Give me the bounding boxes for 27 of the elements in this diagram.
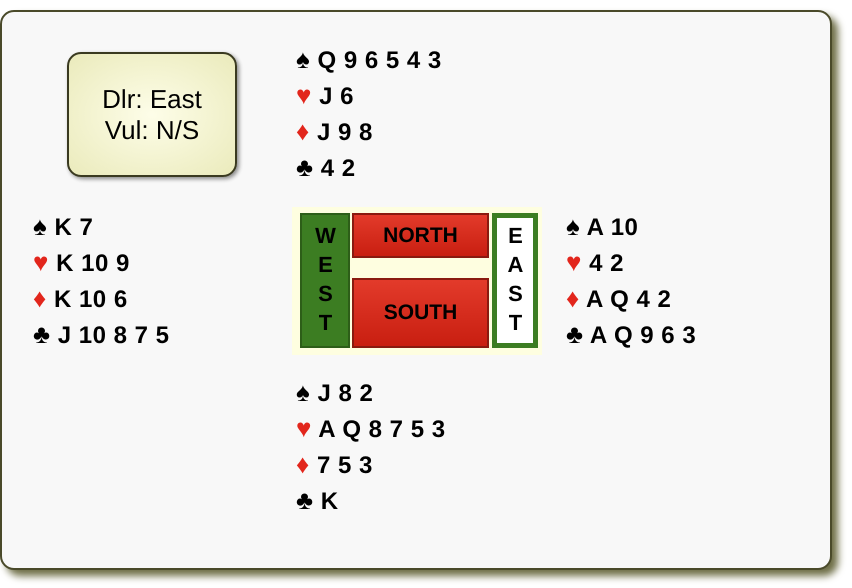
south-box [352, 278, 489, 348]
label-text: Dlr: East [102, 84, 202, 114]
label-text: NORTH [383, 224, 458, 248]
hand-line: ♦ K 10 6 [33, 283, 128, 314]
hand-line: ♥ J 6 [296, 80, 354, 111]
hand-line: ♥ A Q 8 7 5 3 [296, 413, 446, 444]
hand-line: ♣ J 10 8 7 5 [33, 319, 170, 350]
north-box [352, 213, 489, 258]
east-box [492, 213, 538, 348]
hand-line: ♦ J 9 8 [296, 116, 373, 147]
hand-line: ♦ 7 5 3 [296, 449, 373, 480]
hand-line: ♠ Q 9 6 5 4 3 [296, 44, 442, 75]
label-text: Vul: N/S [104, 114, 200, 146]
hand-line: ♣ K [296, 485, 339, 516]
hand-line: ♦ A Q 4 2 [566, 283, 672, 314]
west-box [300, 213, 350, 348]
hand-line: ♠ A 10 [566, 211, 638, 242]
hand-line: ♥ 4 2 [566, 247, 624, 278]
hand-line: ♠ J 8 2 [296, 377, 374, 408]
info-box [67, 52, 237, 177]
hand-line: ♥ K 10 9 [33, 247, 130, 278]
hand-line: ♣ 4 2 [296, 152, 356, 183]
label-text: WEST [312, 222, 338, 338]
label-text: SOUTH [384, 301, 458, 325]
label-text: EAST [502, 222, 528, 338]
hand-line: ♣ A Q 9 6 3 [566, 319, 696, 350]
hand-line: ♠ K 7 [33, 211, 94, 242]
